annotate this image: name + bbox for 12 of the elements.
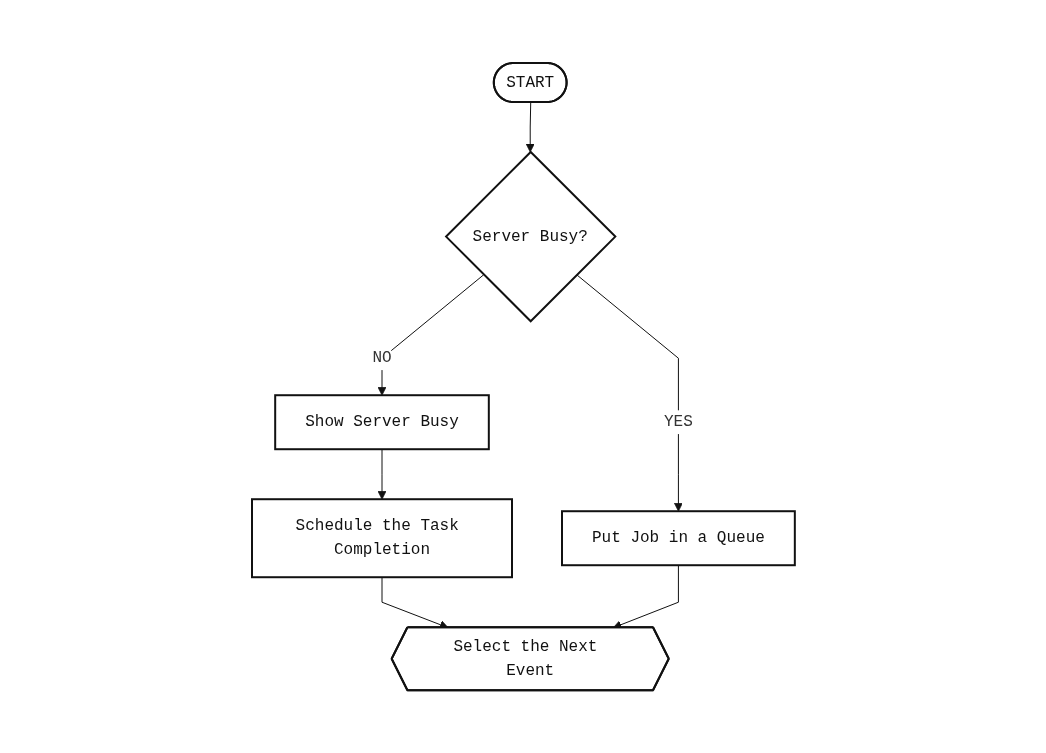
edge-label: YES — [663, 413, 693, 432]
arrow — [525, 101, 535, 153]
node-box: Schedule the Task Completion — [250, 498, 513, 579]
arrow — [381, 576, 449, 629]
arrow — [612, 564, 679, 629]
arrow — [377, 274, 484, 396]
node-box: Show Server Busy — [273, 394, 490, 451]
edge-label: NO — [371, 349, 392, 368]
node-diamond: Server Busy? — [444, 150, 617, 323]
arrow — [575, 274, 683, 512]
node-box: Put Job in a Queue — [560, 510, 796, 567]
arrow — [377, 448, 386, 500]
